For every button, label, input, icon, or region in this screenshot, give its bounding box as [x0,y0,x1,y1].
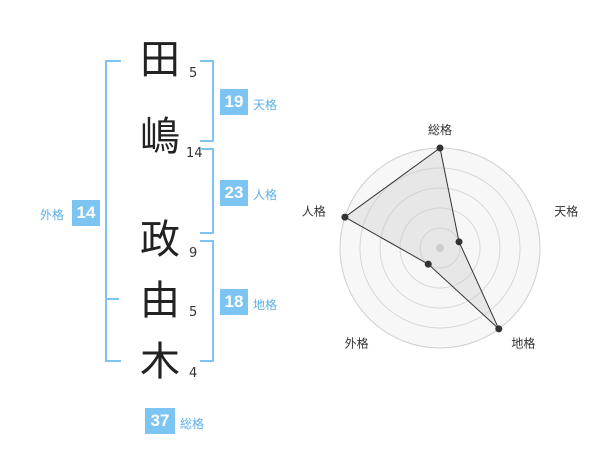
tenkaku-label: 天格 [253,98,278,112]
chikaku-badge: 18 [220,289,248,315]
jinkaku-bracket [200,148,214,234]
jinkaku-badge: 23 [220,180,248,206]
gaikaku-bracket [105,60,121,362]
radar-axis-label-地格: 地格 [511,335,535,350]
radar-point-人格 [341,213,349,221]
radar-axis-label-外格: 外格 [345,335,369,350]
radar-point-天格 [455,238,463,246]
name-char-5: 木 [140,339,180,385]
gaikaku-label: 外格 [40,208,65,222]
radar-ring-3 [379,187,501,309]
tenkaku-badge: 19 [220,89,248,115]
gaikaku-bracket-tick [105,298,119,300]
chikaku-label: 地格 [253,298,278,312]
radar-point-地格 [495,325,503,333]
stroke-count-5: 4 [189,366,198,381]
tenkaku-bracket [200,60,214,142]
soukaku-badge: 37 [145,408,175,434]
jinkaku-label: 人格 [253,188,278,202]
radar-axis-label-総格: 総格 [428,122,452,137]
name-char-1: 田 [140,37,180,83]
radar-center-dot [436,244,444,252]
radar-axis-label-人格: 人格 [302,204,326,219]
chikaku-bracket [200,240,214,362]
soukaku-label: 総格 [180,417,205,431]
stroke-count-2: 14 [186,146,203,161]
radar-ring-1 [419,227,461,269]
radar-point-総格 [436,144,444,152]
radar-axis-label-天格: 天格 [554,204,578,219]
stroke-count-3: 9 [189,246,198,261]
stroke-count-1: 5 [189,66,198,81]
name-char-2: 嶋 [140,114,180,160]
radar-ring-4 [359,167,521,329]
gaikaku-badge: 14 [72,200,100,226]
stroke-count-4: 5 [189,305,198,320]
radar-series-polygon [343,147,500,330]
name-char-3: 政 [140,217,180,263]
name-char-4: 由 [140,278,180,324]
radar-point-外格 [424,260,432,268]
